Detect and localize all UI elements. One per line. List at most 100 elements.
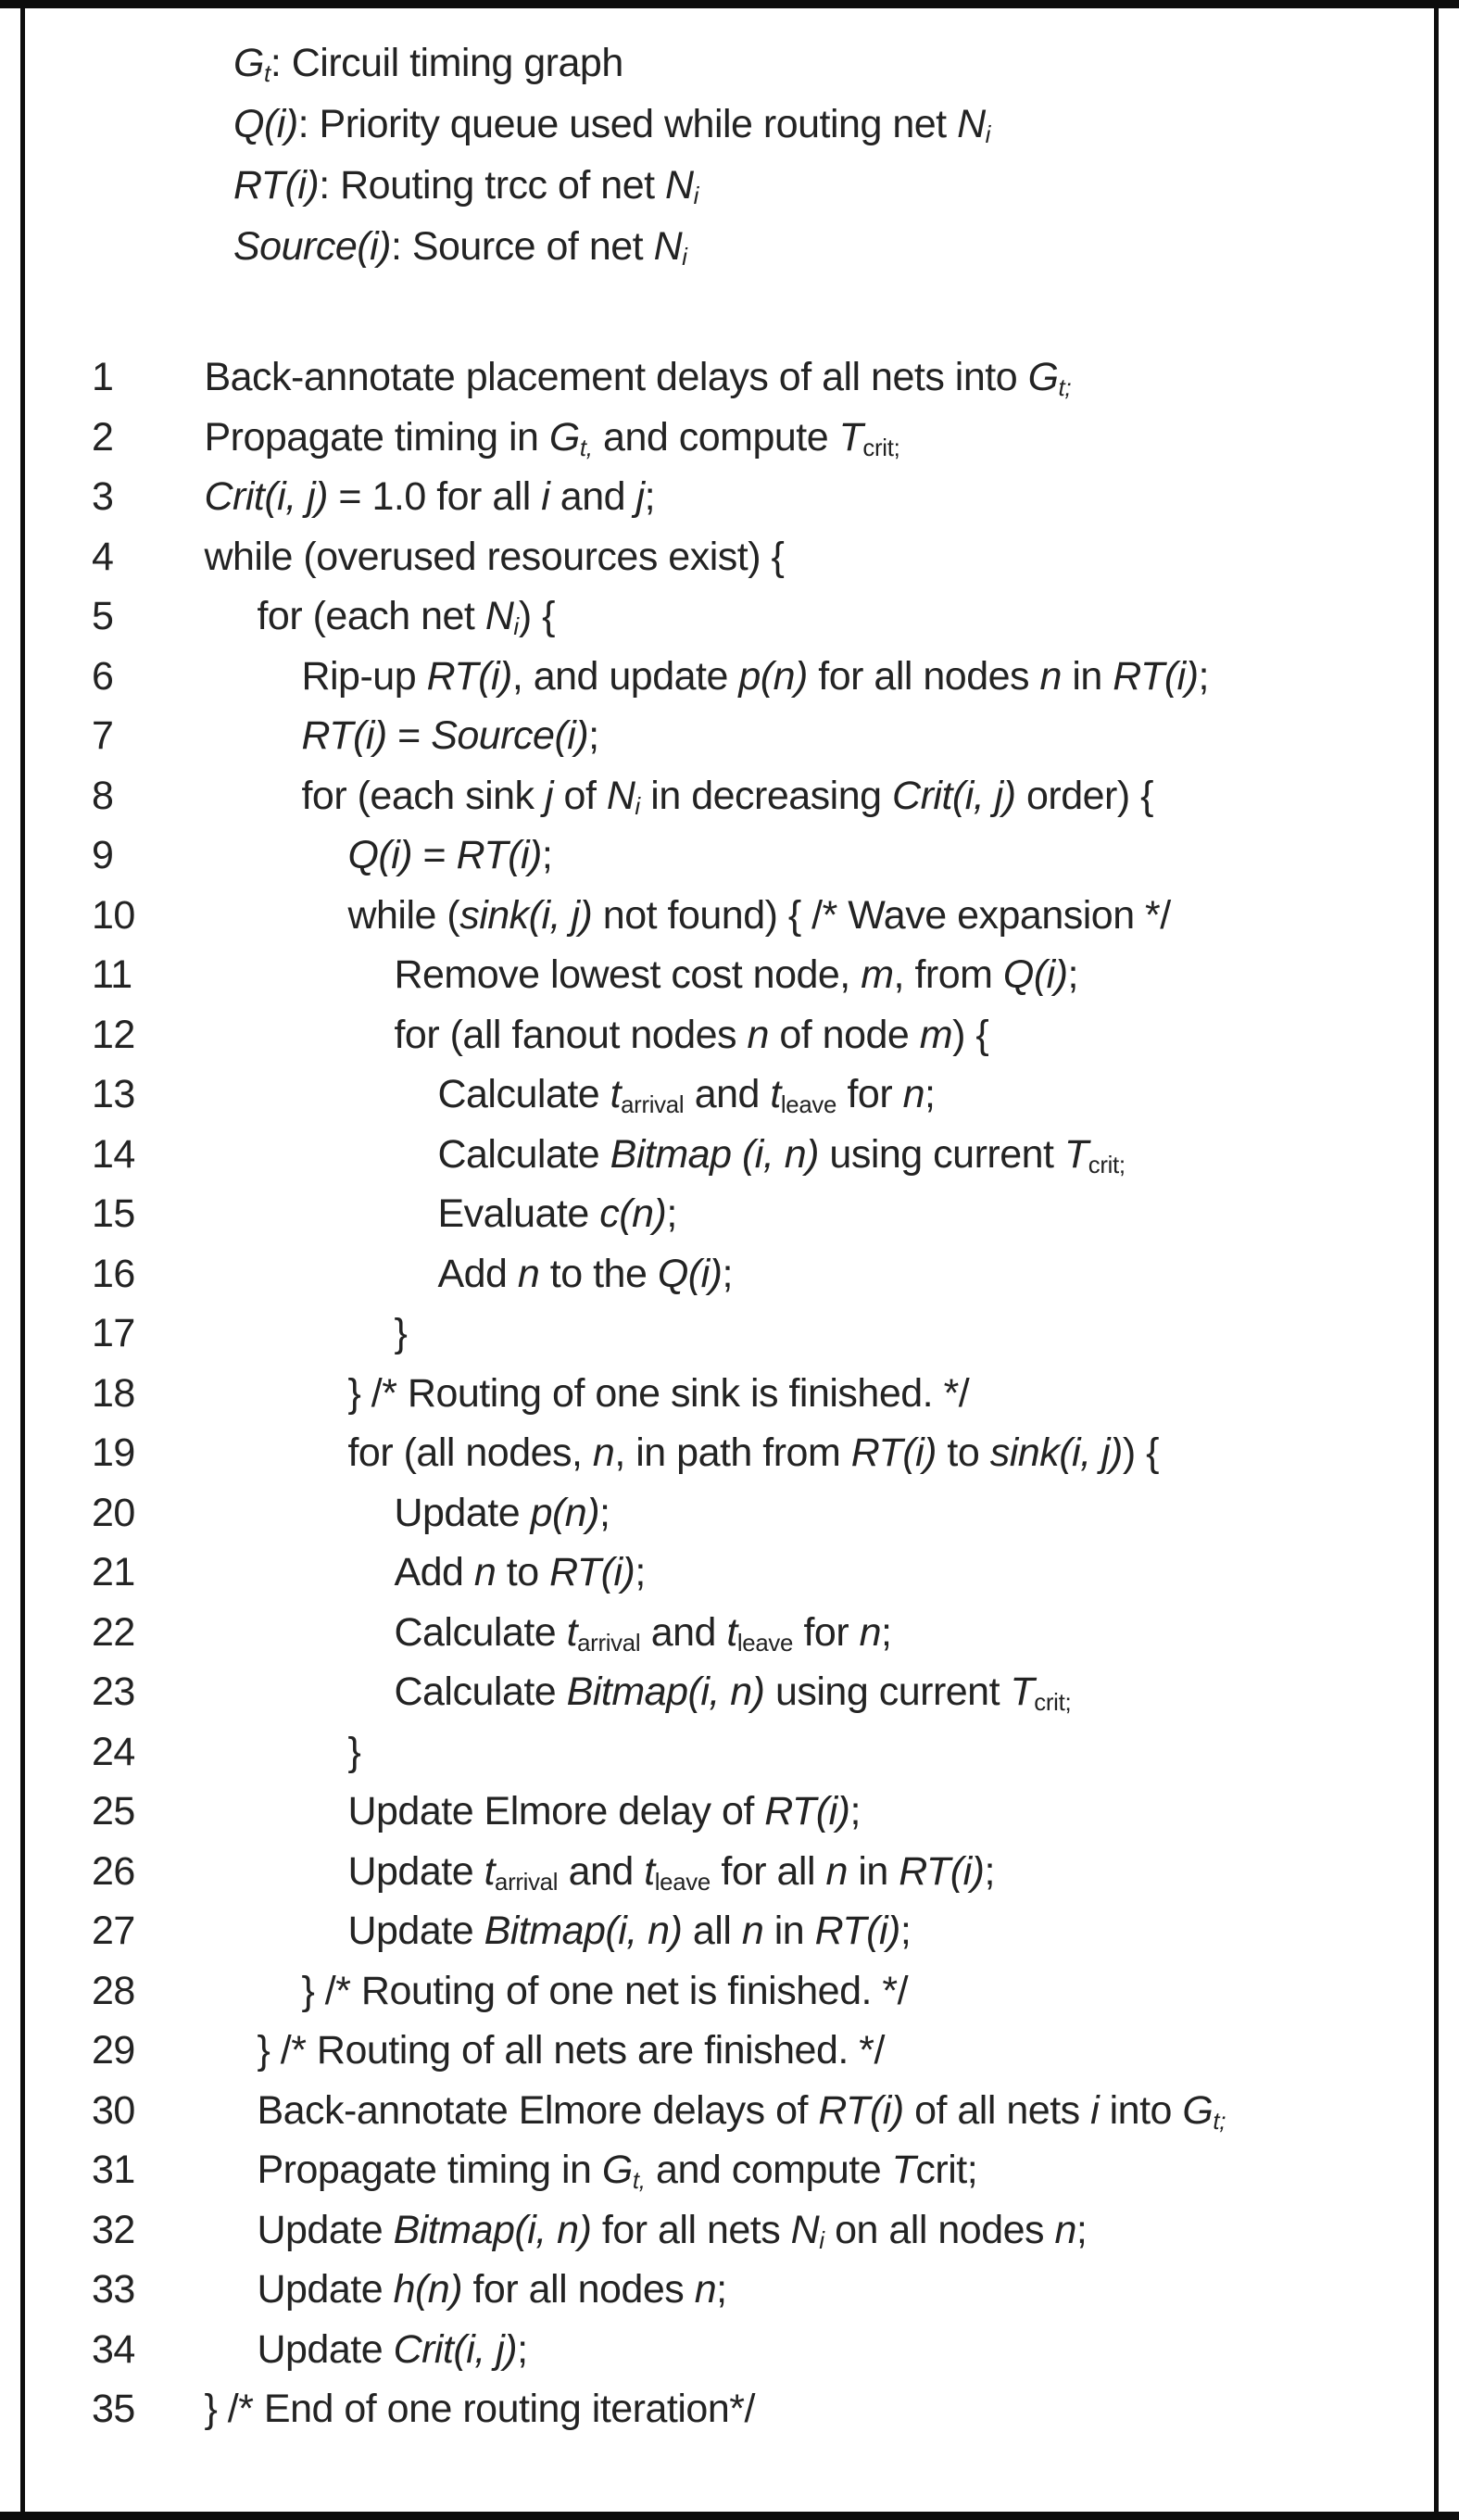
text-segment: N <box>606 773 635 818</box>
text-segment: n <box>859 1609 882 1655</box>
code-line: 18 } /* Routing of one sink is finished.… <box>25 1364 1434 1424</box>
text-segment: Q(i) <box>347 833 413 877</box>
statement-text: Q(i) = RT(i); <box>204 833 552 877</box>
text-segment: n <box>741 1909 764 1953</box>
line-number: 18 <box>92 1370 135 1416</box>
text-segment: j <box>545 773 554 818</box>
text-segment: } /* End of one routing iteration*/ <box>204 2387 755 2431</box>
text-segment: RT(i) <box>549 1550 635 1594</box>
text-segment: crit; <box>1088 1152 1126 1178</box>
statement-text: while (sink(i, j) not found) { /* Wave e… <box>204 892 1171 938</box>
code-line: 3 Crit(i, j) = 1.0 for all i and j; <box>25 467 1434 527</box>
text-segment: t <box>263 61 270 88</box>
text-segment: for <box>793 1609 860 1655</box>
text-segment: Update <box>257 2267 394 2312</box>
text-segment: Back-annotate Elmore delays of <box>257 2087 819 2133</box>
line-number: 30 <box>92 2087 135 2133</box>
text-segment: ; <box>881 1609 892 1655</box>
text-segment: N <box>665 163 694 208</box>
text-segment: arrival <box>577 1630 641 1657</box>
text-segment: and compute <box>645 2148 892 2192</box>
code-lines: 1 Back-annotate placement delays of all … <box>25 347 1434 2439</box>
text-segment: N <box>484 594 514 638</box>
text-segment: Add <box>437 1251 518 1296</box>
figure-border-box: Gt: Circuil timing graph Q(i): Priority … <box>20 8 1439 2512</box>
line-number: 17 <box>92 1311 135 1355</box>
statement-text: for (each sink j of Ni in decreasing Cri… <box>204 773 1153 820</box>
text-segment: t; <box>1058 375 1072 402</box>
text-segment: ; <box>541 833 553 877</box>
text-segment: ; <box>716 2267 727 2312</box>
statement-text: Update p(n); <box>204 1491 610 1535</box>
text-segment: Update <box>394 1490 531 1535</box>
line-number: 9 <box>92 833 114 877</box>
text-segment: : Priority queue used while routing net <box>297 102 958 146</box>
text-segment: N <box>957 102 986 146</box>
definition-line: Q(i): Priority queue used while routing … <box>233 94 1434 155</box>
definition-line: Source(i): Source of net Ni <box>233 216 1434 277</box>
text-segment: ; <box>722 1251 733 1296</box>
text-segment: while (overused resources exist) { <box>204 534 785 579</box>
text-segment: sink(i, j) <box>459 892 593 938</box>
text-segment: i <box>693 183 699 210</box>
text-segment: arrival <box>495 1869 559 1896</box>
text-segment: using current <box>818 1131 1064 1177</box>
text-segment: Add <box>394 1550 474 1594</box>
code-line: 1 Back-annotate placement delays of all … <box>25 347 1434 408</box>
text-segment: t <box>484 1848 496 1894</box>
statement-text: Calculate Bitmap (i, n) using current Tc… <box>204 1131 1126 1178</box>
text-segment: for (each sink <box>301 773 546 818</box>
statement-text: RT(i) = Source(i); <box>204 713 599 758</box>
line-number: 34 <box>92 2326 135 2372</box>
text-segment: } <box>347 1729 361 1774</box>
text-segment: t <box>726 1609 737 1655</box>
text-segment: RT(i) <box>814 1909 901 1953</box>
text-segment: Update <box>257 2326 394 2372</box>
text-segment: ; <box>666 1191 677 1236</box>
statement-text: } /* End of one routing iteration*/ <box>204 2387 755 2431</box>
text-segment: in <box>1061 653 1113 699</box>
statement-text: for (all fanout nodes n of node m) { <box>204 1013 988 1057</box>
text-segment: of <box>553 773 607 818</box>
line-number: 5 <box>92 594 114 638</box>
text-segment: Calculate <box>394 1609 567 1655</box>
code-line: 11 Remove lowest cost node, m, from Q(i)… <box>25 945 1434 1005</box>
text-segment: G <box>1027 355 1059 399</box>
line-number: 1 <box>92 355 114 399</box>
text-segment: G <box>1182 2087 1214 2133</box>
code-line: 13 Calculate tarrival and tleave for n; <box>25 1065 1434 1125</box>
definition-line: RT(i): Routing trcc of net Ni <box>233 155 1434 216</box>
text-segment: Q(i) <box>233 102 298 146</box>
text-segment: for all nodes <box>807 653 1040 699</box>
text-segment: ; <box>517 2326 528 2372</box>
text-segment: i <box>682 245 687 271</box>
code-line: 23 Calculate Bitmap(i, n) using current … <box>25 1662 1434 1722</box>
text-segment: Crit(i, j) <box>204 474 328 519</box>
text-segment: RT(i) <box>456 833 543 877</box>
text-segment: ; <box>644 474 656 519</box>
statement-text: Propagate timing in Gt, and compute Tcri… <box>204 2148 977 2194</box>
text-segment: on all nodes <box>824 2207 1055 2252</box>
text-segment: crit; <box>862 435 900 461</box>
text-segment: Evaluate <box>437 1191 600 1236</box>
text-segment <box>732 1132 742 1177</box>
code-line: 32 Update Bitmap(i, n) for all nets Ni o… <box>25 2200 1434 2261</box>
line-number: 23 <box>92 1670 135 1714</box>
statement-text: Update Bitmap(i, n) for all nets Ni on a… <box>204 2207 1087 2254</box>
text-segment: , and update <box>511 653 739 699</box>
code-line: 17 } <box>25 1304 1434 1364</box>
line-number: 28 <box>92 1968 135 2013</box>
text-segment: into <box>1099 2087 1183 2133</box>
text-segment: ; <box>984 1848 996 1894</box>
line-number: 24 <box>92 1729 135 1774</box>
line-number: 3 <box>92 474 114 519</box>
text-segment: G <box>548 414 580 460</box>
text-segment: ; <box>599 1490 610 1535</box>
line-number: 19 <box>92 1430 135 1475</box>
text-segment: : Routing trcc of net <box>319 163 666 208</box>
text-segment: ; <box>1067 952 1079 997</box>
text-segment: RT(i) <box>899 1848 985 1894</box>
code-line: 31 Propagate timing in Gt, and compute T… <box>25 2140 1434 2200</box>
text-segment: ; <box>635 1550 646 1594</box>
line-number: 7 <box>92 713 114 758</box>
